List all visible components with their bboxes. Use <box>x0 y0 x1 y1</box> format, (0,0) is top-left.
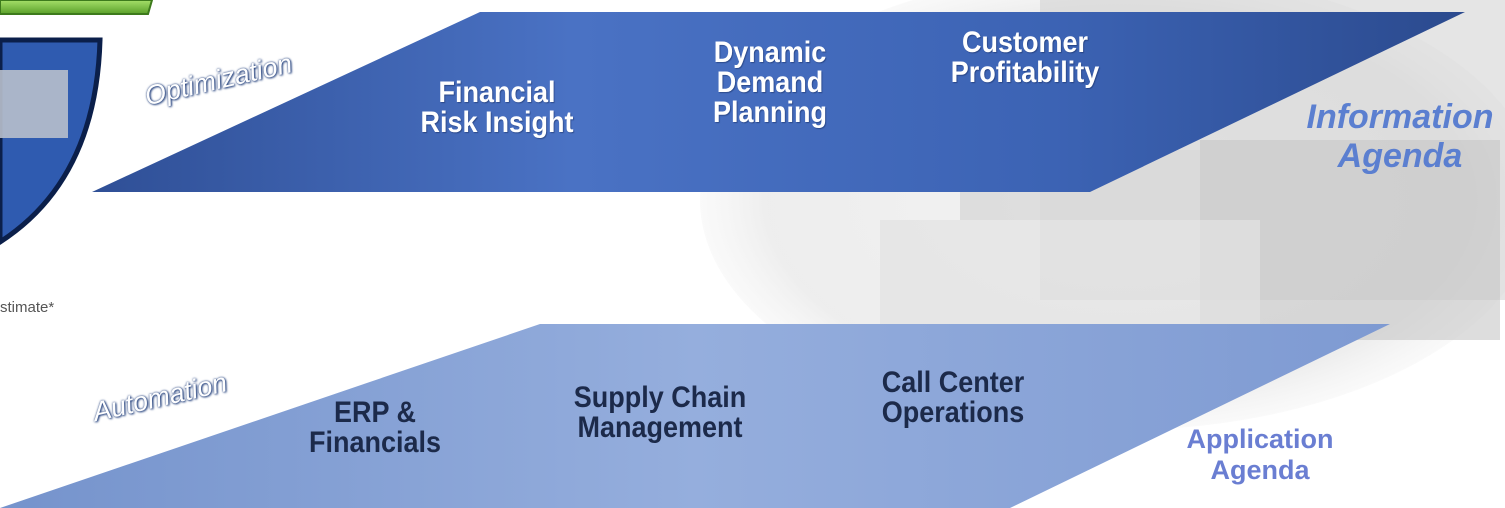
grey-box <box>0 70 68 138</box>
item-call-center-operations: Call Center Operations <box>881 366 1025 429</box>
optimization-band-shape <box>92 12 1465 192</box>
item-customer-profitability: Customer Profitability <box>950 26 1100 89</box>
item-erp-financials: ERP & Financials <box>308 396 442 459</box>
application-agenda-label: Application Agenda <box>1186 424 1334 486</box>
estimate-fragment: stimate* <box>0 299 55 316</box>
item-financial-risk-insight: Financial Risk Insight <box>420 76 574 139</box>
information-agenda-label: Information Agenda <box>1306 98 1494 176</box>
item-supply-chain-management: Supply Chain Management <box>573 381 747 444</box>
item-dynamic-demand-planning: Dynamic Demand Planning <box>712 36 827 129</box>
green-bar <box>0 0 154 15</box>
automation-band-shape <box>0 324 1390 508</box>
